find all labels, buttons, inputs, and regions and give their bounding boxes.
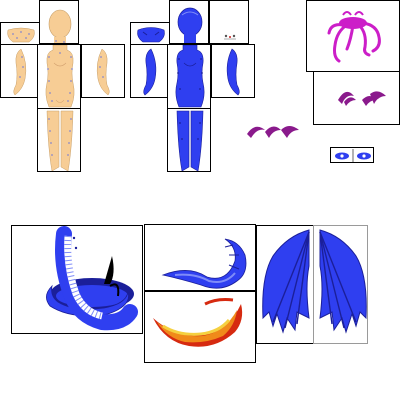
purple-swoosh-sprite bbox=[247, 126, 299, 138]
purple-marks-panel bbox=[313, 71, 400, 125]
skin-face-sprite bbox=[7, 27, 35, 43]
blue-torso-panel bbox=[167, 44, 211, 110]
tentacle-hair-panel bbox=[306, 0, 400, 72]
skin-torso-sprite bbox=[45, 45, 75, 108]
blue-face-sprite bbox=[137, 27, 165, 43]
skin-left-arm-sprite bbox=[13, 48, 27, 96]
curved-horn-sprite bbox=[161, 238, 247, 289]
blue-head-sprite bbox=[177, 7, 203, 43]
naga-tail-panel bbox=[11, 225, 143, 334]
blue-eyes-panel bbox=[330, 147, 374, 163]
small-detail-sprite bbox=[224, 34, 236, 40]
right-wing-panel bbox=[313, 225, 368, 344]
blue-left-arm-panel bbox=[130, 44, 168, 98]
blue-torso-sprite bbox=[175, 45, 205, 108]
skin-legs-sprite bbox=[46, 110, 74, 171]
skin-head-panel bbox=[39, 0, 79, 44]
blue-left-arm-sprite bbox=[143, 48, 157, 96]
fire-streak-sprite bbox=[153, 298, 243, 347]
skin-right-arm-sprite bbox=[96, 48, 110, 96]
skin-legs-panel bbox=[37, 108, 81, 172]
naga-tail-sprite bbox=[46, 226, 138, 331]
skin-right-arm-panel bbox=[81, 44, 125, 98]
skin-face-panel bbox=[0, 22, 40, 46]
right-wing-sprite bbox=[319, 229, 367, 334]
skin-torso-panel bbox=[37, 44, 81, 110]
blue-legs-sprite bbox=[176, 110, 204, 171]
blue-right-arm-sprite bbox=[226, 48, 240, 96]
tentacle-hair-sprite bbox=[327, 11, 381, 63]
fire-streak-panel bbox=[144, 291, 256, 363]
blue-head-panel bbox=[169, 0, 209, 44]
purple-marks-sprite bbox=[338, 91, 386, 106]
left-wing-panel bbox=[256, 225, 314, 344]
left-wing-sprite bbox=[262, 229, 310, 334]
skin-head-sprite bbox=[48, 9, 72, 43]
blue-legs-panel bbox=[167, 108, 211, 172]
curved-horn-panel bbox=[144, 224, 256, 291]
blue-face-panel bbox=[130, 22, 170, 46]
blue-eyes-sprite bbox=[335, 149, 371, 162]
skin-left-arm-panel bbox=[0, 44, 38, 98]
small-detail-panel bbox=[209, 0, 249, 44]
blue-right-arm-panel bbox=[211, 44, 255, 98]
